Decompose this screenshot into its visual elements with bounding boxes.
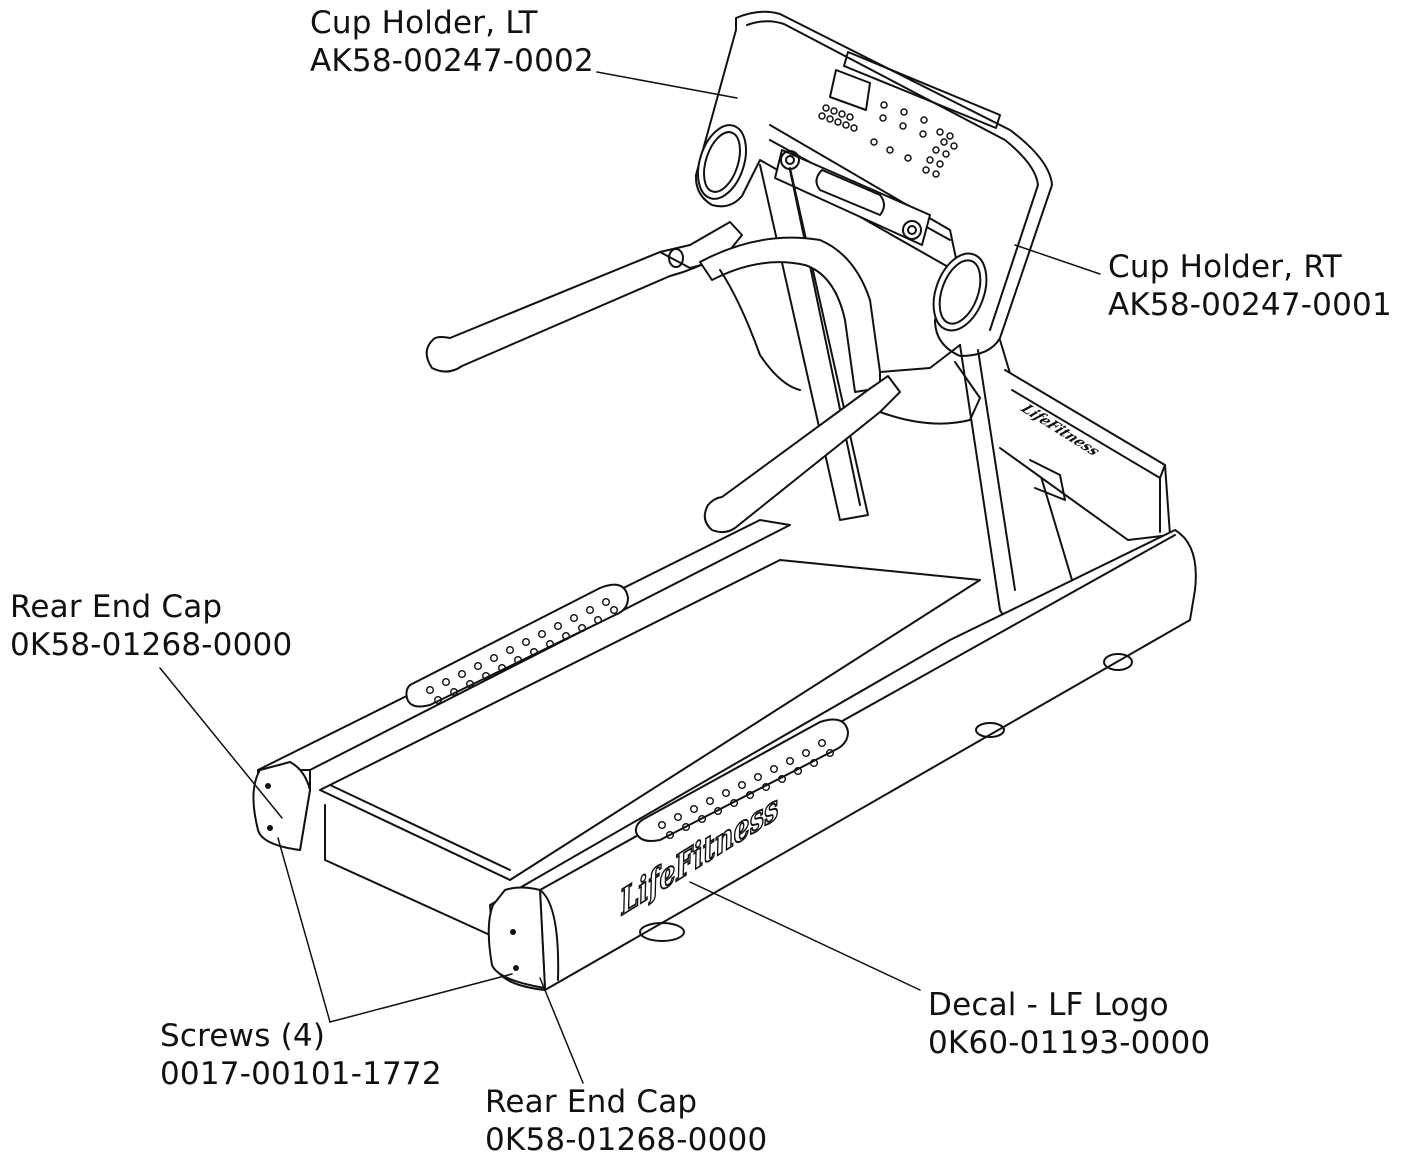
foot-pad-right (634, 718, 849, 842)
callout-name: Decal - LF Logo (928, 987, 1169, 1023)
callout-part-number: AK58-00247-0002 (310, 43, 594, 79)
callout-part-number: 0K58-01268-0000 (485, 1122, 768, 1158)
handrail-left (425, 221, 743, 373)
console-hood (694, 10, 1053, 357)
deck-frame (252, 519, 1197, 991)
callout-part-number: 0K58-01268-0000 (10, 627, 293, 663)
callout-cup-holder-rt: Cup Holder, RT AK58-00247-0001 (1108, 248, 1392, 324)
cup-holder-lt (697, 124, 747, 200)
callout-name: Cup Holder, RT (1108, 249, 1342, 285)
callout-cup-holder-lt: Cup Holder, LT AK58-00247-0002 (310, 4, 594, 80)
console-buttons (818, 101, 958, 178)
callout-part-number: 0017-00101-1772 (160, 1056, 442, 1092)
cup-holder-rt (932, 252, 988, 332)
handrail-right (703, 361, 981, 534)
callout-name: Screws (4) (160, 1018, 326, 1054)
callout-rear-end-cap-left: Rear End Cap 0K58-01268-0000 (10, 588, 292, 664)
foot-pad-left (405, 583, 629, 708)
callout-part-number: 0K60-01193-0000 (928, 1025, 1211, 1061)
screws (265, 783, 519, 971)
callout-rear-end-cap-right: Rear End Cap 0K58-01268-0000 (485, 1083, 767, 1159)
callout-part-number: AK58-00247-0001 (1108, 287, 1392, 323)
callout-name: Rear End Cap (485, 1084, 698, 1120)
leader-lines (159, 71, 1101, 1084)
callout-name: Rear End Cap (10, 589, 223, 625)
callout-decal-lf-logo: Decal - LF Logo 0K60-01193-0000 (928, 986, 1210, 1062)
foot-pad-holes (426, 598, 835, 840)
center-rail (699, 236, 961, 393)
callout-name: Cup Holder, LT (310, 5, 538, 41)
callout-screws: Screws (4) 0017-00101-1772 (160, 1017, 442, 1093)
motor-hood (999, 369, 1171, 541)
console-grip-bar (774, 149, 931, 246)
